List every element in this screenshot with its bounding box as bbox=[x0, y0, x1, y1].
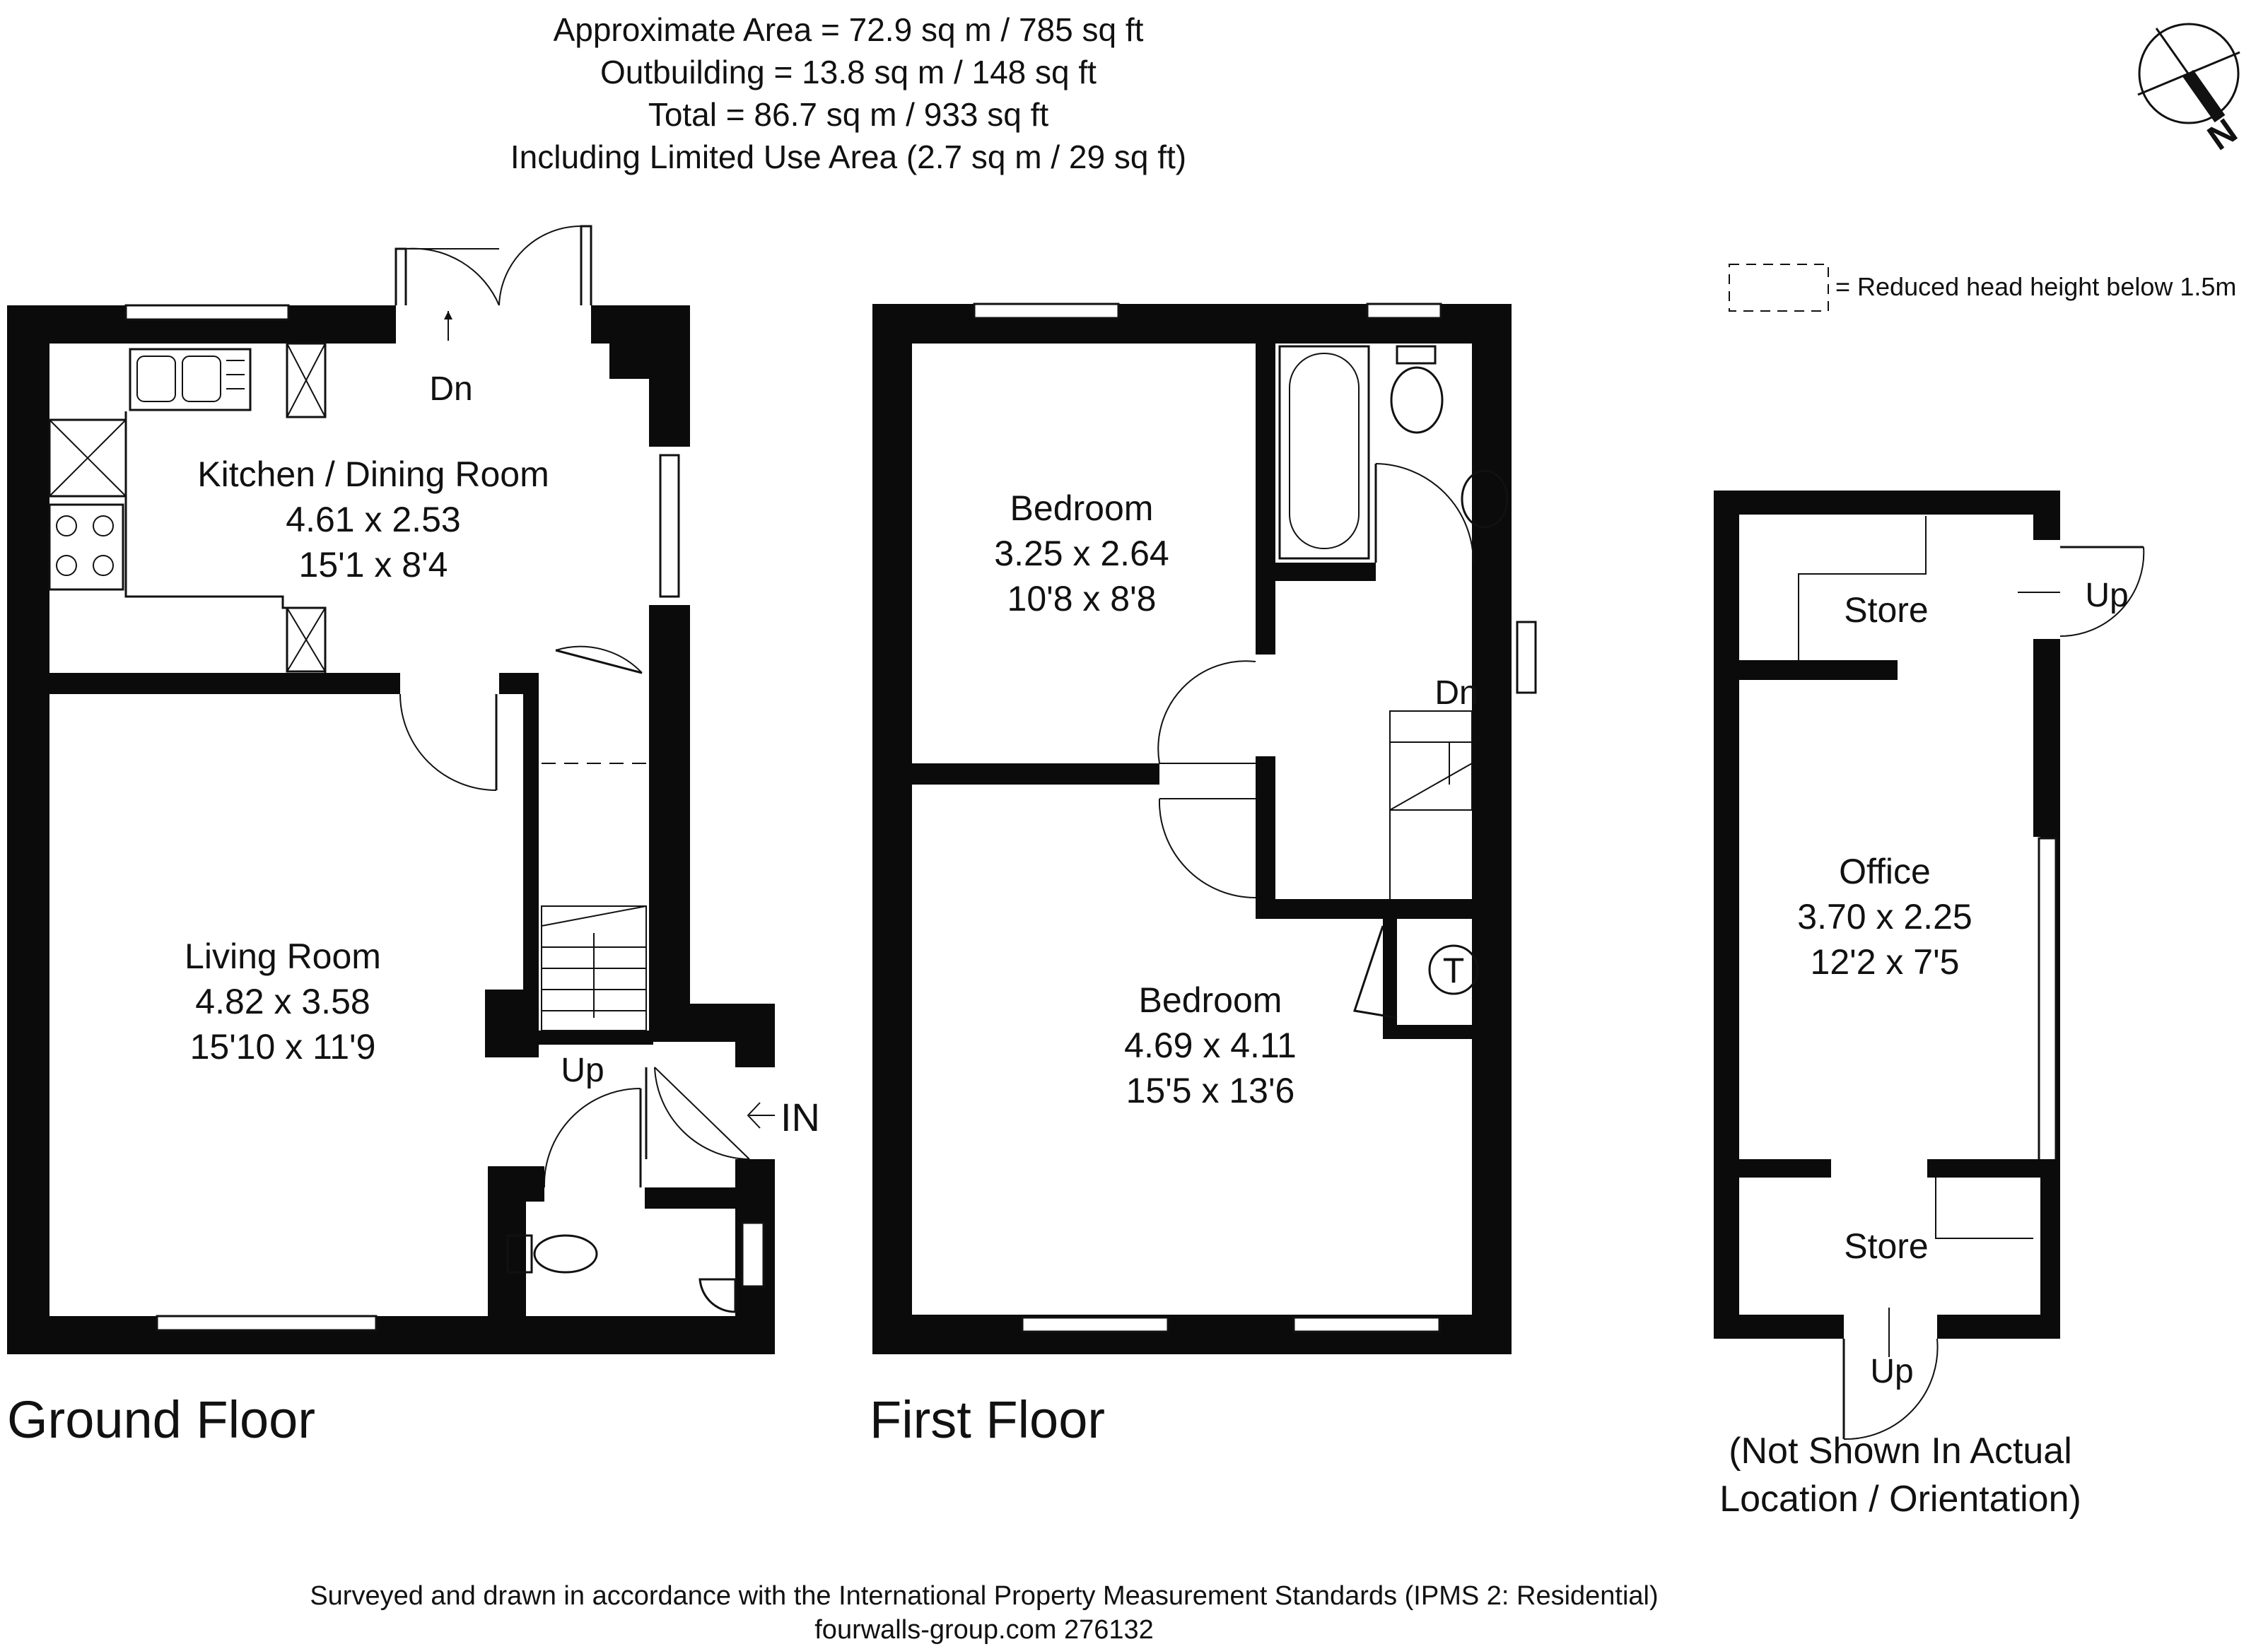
area-line-approximate: Approximate Area = 72.9 sq m / 785 sq ft bbox=[553, 11, 1144, 48]
outbuilding-plan bbox=[1714, 491, 2145, 1440]
office-name: Office bbox=[1839, 852, 1931, 891]
first-dn-label: Dn bbox=[1434, 674, 1478, 712]
footer-standards: Surveyed and drawn in accordance with th… bbox=[310, 1581, 1659, 1611]
kitchen-imperial: 15'1 x 8'4 bbox=[299, 545, 448, 585]
store-bottom-name: Store bbox=[1844, 1226, 1929, 1266]
tank-label: T bbox=[1443, 951, 1465, 990]
first-floor-plan bbox=[872, 303, 1537, 1354]
office-metric: 3.70 x 2.25 bbox=[1797, 897, 1972, 937]
store-top-name: Store bbox=[1844, 590, 1929, 630]
area-line-outbuilding: Outbuilding = 13.8 sq m / 148 sq ft bbox=[600, 54, 1097, 90]
legend-text: = Reduced head height below 1.5m bbox=[1835, 272, 2236, 301]
outbuilding-note-line2: Location / Orientation) bbox=[1719, 1479, 2081, 1520]
footer-reference: fourwalls-group.com 276132 bbox=[814, 1615, 1154, 1645]
compass-north-label: N bbox=[2200, 111, 2244, 158]
bedroom2-metric: 4.69 x 4.11 bbox=[1124, 1026, 1297, 1065]
compass-icon: N bbox=[2137, 23, 2244, 158]
entrance-label: IN bbox=[781, 1095, 820, 1139]
bedroom1-metric: 3.25 x 2.64 bbox=[994, 534, 1169, 573]
area-line-limited-use: Including Limited Use Area (2.7 sq m / 2… bbox=[510, 139, 1187, 175]
kitchen-name: Kitchen / Dining Room bbox=[197, 454, 549, 494]
living-name: Living Room bbox=[185, 937, 381, 976]
ground-floor-plan bbox=[7, 225, 775, 1354]
legend-dashed-box bbox=[1729, 264, 1829, 312]
living-metric: 4.82 x 3.58 bbox=[195, 982, 370, 1021]
ground-floor-label: Ground Floor bbox=[7, 1390, 315, 1449]
outbuilding-note-line1: (Not Shown In Actual bbox=[1729, 1431, 2072, 1472]
kitchen-metric: 4.61 x 2.53 bbox=[286, 500, 460, 539]
bedroom2-name: Bedroom bbox=[1139, 980, 1282, 1020]
bedroom1-name: Bedroom bbox=[1010, 488, 1154, 528]
ground-up-label: Up bbox=[561, 1052, 604, 1089]
outbuilding-up-top-label: Up bbox=[2085, 577, 2128, 614]
legend: = Reduced head height below 1.5m bbox=[1729, 264, 2236, 312]
living-imperial: 15'10 x 11'9 bbox=[190, 1027, 376, 1067]
bedroom2-imperial: 15'5 x 13'6 bbox=[1126, 1071, 1295, 1110]
office-imperial: 12'2 x 7'5 bbox=[1811, 942, 1960, 982]
ground-dn-label: Dn bbox=[429, 370, 472, 408]
first-floor-label: First Floor bbox=[870, 1390, 1105, 1449]
area-line-total: Total = 86.7 sq m / 933 sq ft bbox=[648, 96, 1049, 133]
outbuilding-up-bottom-label: Up bbox=[1870, 1353, 1913, 1390]
bedroom1-imperial: 10'8 x 8'8 bbox=[1007, 579, 1157, 618]
